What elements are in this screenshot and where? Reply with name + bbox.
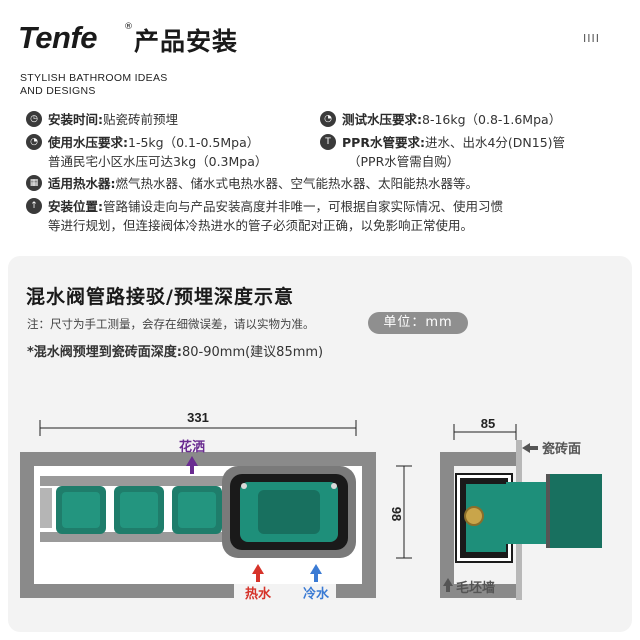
svg-text:毛坯墙: 毛坯墙 (456, 580, 495, 596)
height-dimension: 98 (389, 465, 412, 559)
cold-inlet: 冷水 (303, 564, 330, 602)
svg-text:瓷砖面: 瓷砖面 (542, 441, 581, 457)
shower-arrow-icon (186, 456, 198, 474)
spec-label: 使用水压要求: (48, 135, 128, 150)
menu-mark-icon: IIII (583, 32, 600, 45)
gauge-icon: ◔ (320, 111, 336, 127)
svg-text:热水: 热水 (245, 586, 272, 602)
spec-test-pressure: ◔ 测试水压要求:8-16kg（0.8-1.6Mpa） (320, 110, 562, 129)
outlet-box-1 (56, 486, 106, 534)
spec-label: 安装位置: (48, 199, 103, 214)
depth-value: 80-90mm(建议85mm) (182, 345, 324, 360)
tagline-line-2: AND DESIGNS (20, 85, 96, 97)
shower-outlet-label: 花洒 (179, 439, 205, 474)
page-title: 产品安装 (134, 27, 239, 56)
spec-value-2: （PPR水管需自购） (348, 154, 460, 169)
side-width-dim-label: 85 (481, 416, 495, 431)
brand-logo: Tenfe (18, 20, 98, 55)
side-width-dimension: 85 (453, 416, 517, 440)
tile-surface-label: 瓷砖面 (522, 441, 581, 457)
unit-badge: 单位：mm (368, 312, 468, 334)
spec-value-2: 等进行规划，但连接阀体冷热进水的管子必须配对正确，以免影响正常使用。 (48, 218, 474, 233)
spec-value: 管路铺设走向与产品安装高度并非唯一，可根据自家实际情况、使用习惯 (103, 199, 504, 214)
clock-icon: ◷ (26, 111, 42, 127)
section-title: 混水阀管路接驳/预埋深度示意 (26, 286, 294, 308)
svg-text:花洒: 花洒 (179, 439, 205, 455)
up-arrow-icon (443, 578, 453, 592)
spec-label: 测试水压要求: (342, 112, 422, 127)
hot-arrow-icon (252, 564, 264, 582)
gauge-icon: ◔ (26, 134, 42, 150)
width-dimension: 331 (39, 410, 357, 436)
depth-line: *混水阀预埋到瓷砖面深度:80-90mm(建议85mm) (27, 341, 323, 360)
spec-value: 贴瓷砖前预埋 (103, 112, 179, 127)
connector-rail (40, 476, 238, 486)
spec-label: 适用热水器: (48, 176, 116, 191)
measurement-note: 注：尺寸为手工测量，会存在细微误差，请以实物为准。 (27, 317, 315, 331)
location-icon: ↑ (26, 198, 42, 214)
hot-inlet: 热水 (245, 564, 272, 602)
spec-install-time: ◷ 安装时间:贴瓷砖前预埋 (26, 110, 179, 129)
spec-value: 8-16kg（0.8-1.6Mpa） (422, 112, 562, 127)
valve-housing (222, 466, 356, 558)
left-arrow-icon (522, 443, 538, 453)
tagline: STYLISH BATHROOM IDEAS AND DESIGNS (20, 72, 168, 98)
spec-heater: ▦ 适用热水器:燃气热水器、储水式电热水器、空气能热水器、太阳能热水器等。 (26, 174, 479, 193)
spec-value-2: 普通民宅小区水压可达3kg（0.3Mpa） (48, 154, 268, 169)
outlet-box-3 (172, 486, 222, 534)
heater-icon: ▦ (26, 175, 42, 191)
width-dim-label: 331 (187, 410, 209, 425)
side-valve-body (455, 473, 602, 563)
spec-label: PPR水管要求: (342, 135, 425, 150)
svg-text:冷水: 冷水 (303, 586, 330, 602)
spec-value: 1-5kg（0.1-0.5Mpa） (128, 135, 260, 150)
spec-value: 燃气热水器、储水式电热水器、空气能热水器、太阳能热水器等。 (115, 176, 479, 191)
depth-label: *混水阀预埋到瓷砖面深度: (27, 345, 182, 360)
height-dim-label: 98 (389, 507, 404, 521)
header: Tenfe ® 产品安装 IIII (18, 18, 622, 58)
registered-mark: ® (124, 22, 133, 32)
spec-label: 安装时间: (48, 112, 103, 127)
outlet-box-2 (114, 486, 164, 534)
rough-wall-label: 毛坯墙 (443, 578, 495, 596)
cold-arrow-icon (310, 564, 322, 582)
spec-use-pressure: ◔ 使用水压要求:1-5kg（0.1-0.5Mpa） 普通民宅小区水压可达3kg… (26, 133, 268, 171)
tagline-line-1: STYLISH BATHROOM IDEAS (20, 72, 168, 84)
spec-position: ↑ 安装位置:管路铺设走向与产品安装高度并非唯一，可根据自家实际情况、使用习惯 … (26, 197, 504, 235)
spec-ppr: T PPR水管要求:进水、出水4分(DN15)管 （PPR水管需自购） (320, 133, 566, 171)
pipe-icon: T (320, 134, 336, 150)
spec-value: 进水、出水4分(DN15)管 (424, 135, 566, 150)
